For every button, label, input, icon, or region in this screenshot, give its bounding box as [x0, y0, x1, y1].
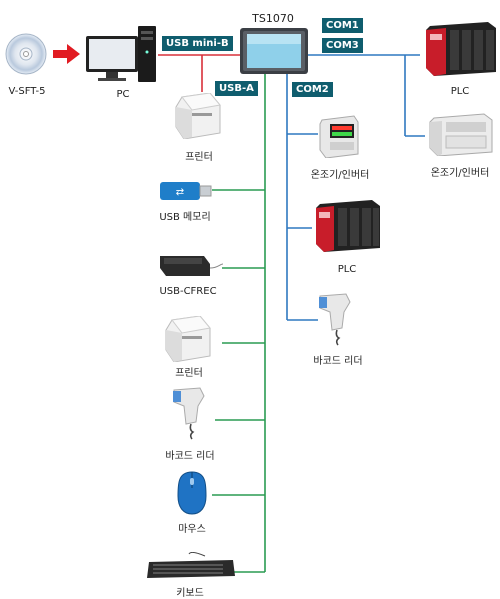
plc-icon — [312, 200, 382, 252]
hmi-icon — [240, 28, 308, 74]
com2-tag: COM2 — [292, 82, 333, 97]
keyboard-icon — [145, 551, 237, 580]
mouse-label: 마우스 — [178, 524, 206, 535]
com1-tag: COM1 — [322, 18, 363, 33]
cd-icon — [4, 32, 48, 76]
temp-controller-icon — [318, 114, 360, 159]
hmi-label: TS1070 — [252, 12, 294, 25]
pc-icon — [86, 22, 158, 84]
printer-mid-label: 프린터 — [175, 368, 203, 379]
plc-right-label: PLC — [450, 86, 470, 97]
usb-memory-label: USB 메모리 — [159, 212, 211, 223]
keyboard-label: 키보드 — [176, 588, 204, 599]
cfrec-label: USB-CFREC — [159, 286, 217, 297]
usb-memory-icon: ⇄ — [160, 180, 212, 202]
temp-inverter-mid-label: 온조기/인버터 — [310, 170, 370, 181]
barcode-reader-icon — [170, 386, 210, 442]
plc-mid-label: PLC — [337, 264, 357, 275]
cd-label: V-SFT-5 — [8, 86, 46, 97]
barcode-reader-icon — [316, 292, 356, 348]
plc-icon — [422, 22, 498, 76]
usb-a-tag: USB-A — [215, 81, 258, 96]
barcode-mid-label: 바코드 리더 — [313, 356, 363, 367]
barcode-left-label: 바코드 리더 — [165, 451, 215, 462]
temp-inverter-right-label: 온조기/인버터 — [430, 168, 490, 179]
mouse-icon — [176, 470, 208, 516]
usb-mini-b-tag: USB mini-B — [162, 36, 233, 51]
temp-controller-icon — [428, 112, 494, 157]
com3-tag: COM3 — [322, 38, 363, 53]
printer-icon — [174, 92, 224, 140]
printer-icon — [164, 315, 214, 363]
cfrec-icon — [160, 250, 224, 280]
pc-label: PC — [116, 89, 130, 100]
printer-top-label: 프린터 — [185, 152, 213, 163]
arrow-icon — [53, 44, 81, 68]
svg-text:⇄: ⇄ — [176, 187, 184, 198]
